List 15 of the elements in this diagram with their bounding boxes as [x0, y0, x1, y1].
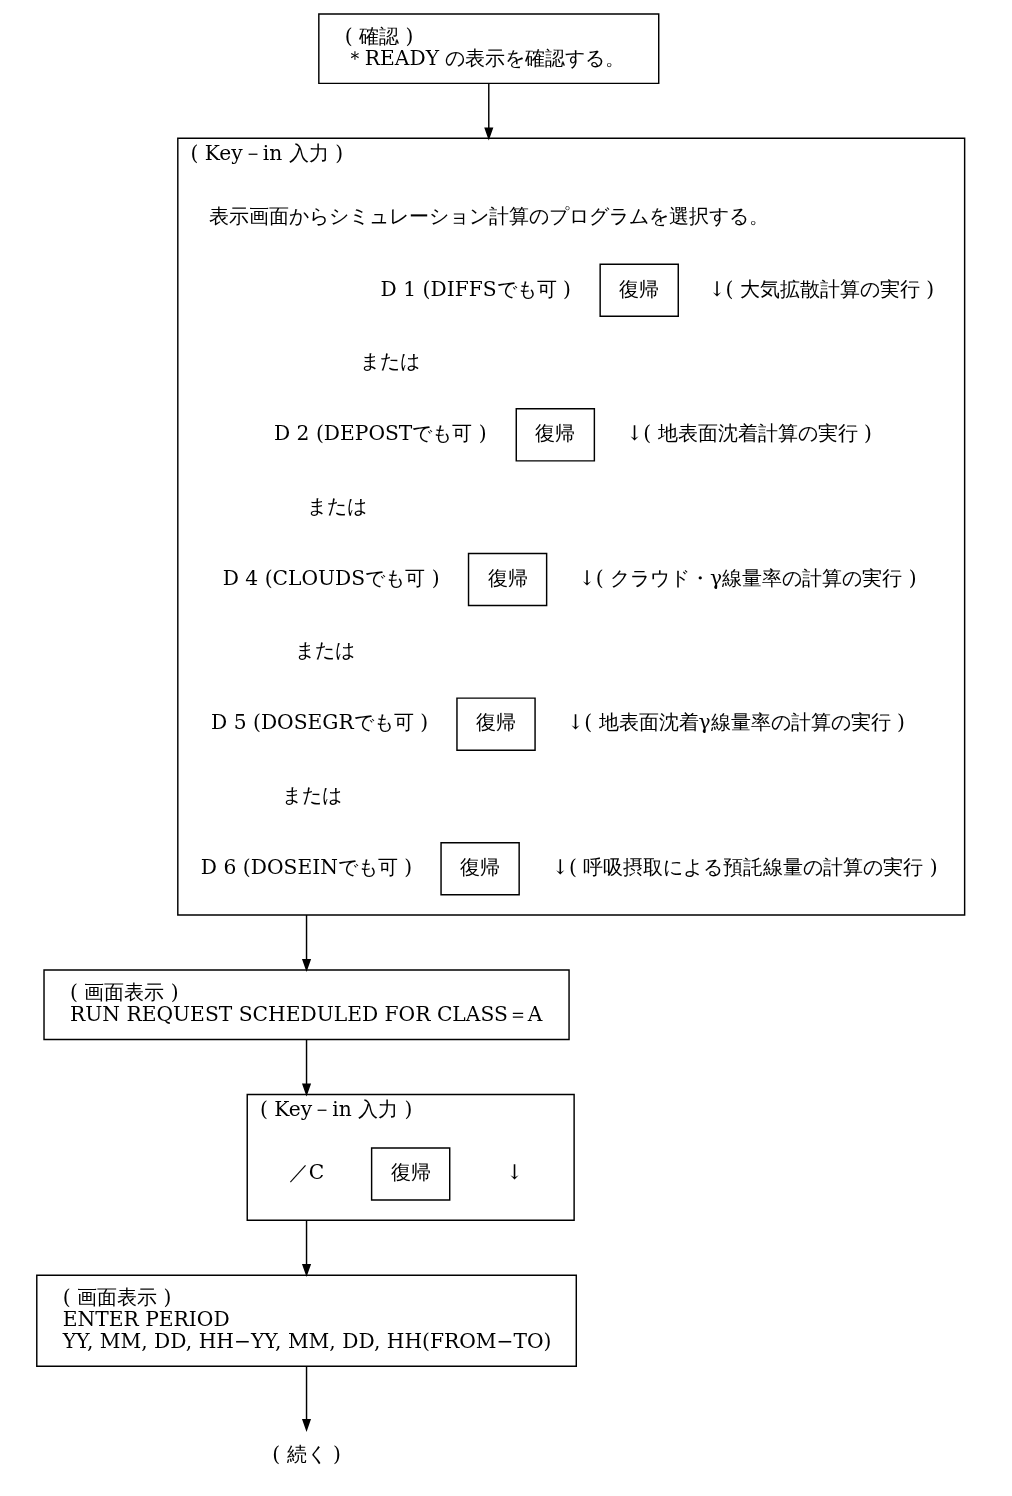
arrow	[301, 1219, 311, 1277]
arrow	[301, 1039, 311, 1097]
arrow	[301, 914, 311, 973]
node-box: 復帰	[370, 1147, 450, 1201]
node-box: 復帰	[598, 263, 679, 317]
node-box: ( 画面表示 ) ENTER PERIOD YY, MM, DD, HH−YY, MM, DD, HH(FROM−TO)	[35, 1274, 577, 1368]
node-box: ( 画面表示 ) RUN REQUEST SCHEDULED FOR CLASS＝A	[42, 969, 570, 1041]
arrow	[301, 1365, 311, 1432]
arrow	[483, 83, 493, 141]
node-box: 復帰	[467, 552, 547, 607]
node-box: 復帰	[515, 408, 595, 462]
node-box: 復帰	[439, 842, 520, 896]
node-box: 復帰	[455, 697, 536, 751]
node-text: ( 続く )	[271, 1442, 341, 1467]
node-box: ( 確認 ) ＊READY の表示を確認する。	[317, 13, 659, 85]
